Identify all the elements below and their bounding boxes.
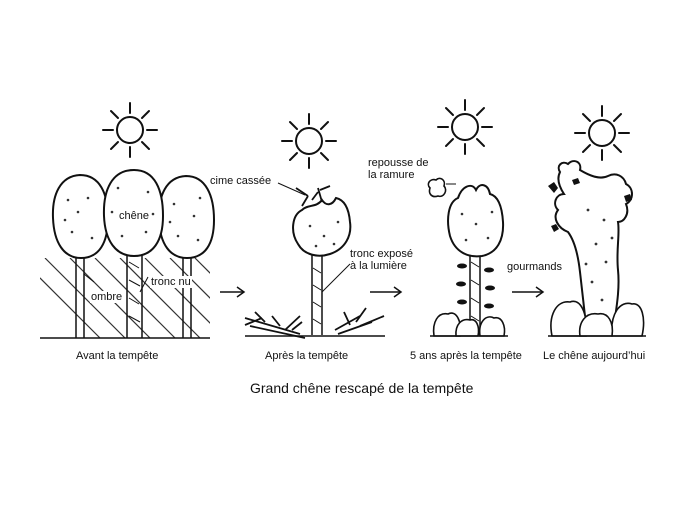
regrown-crown <box>447 184 505 258</box>
undergrowth <box>432 312 506 337</box>
broken-crown <box>292 196 352 257</box>
label-ombre: ombre <box>90 291 124 303</box>
caption-today: Le chêne aujourd’hui <box>543 350 646 362</box>
foliage-patches <box>548 178 632 232</box>
arrow-right-icon <box>370 286 403 298</box>
figure-title: Grand chêne rescapé de la tempête <box>250 380 474 396</box>
label-repousse-line1: repousse de <box>368 157 429 169</box>
crown-texture <box>63 186 202 242</box>
panel-today <box>548 105 646 337</box>
label-pointers <box>83 273 149 293</box>
regrowth-tuft <box>427 177 447 198</box>
caption-five-years: 5 ans après la tempête <box>410 350 522 362</box>
label-tronc-nu: tronc nu <box>150 276 192 288</box>
label-chene: chêne <box>118 210 150 222</box>
shade-hatching <box>40 258 210 338</box>
label-tronc-expose-line2: à la lumière <box>350 260 407 272</box>
sun-icon <box>574 105 630 161</box>
caption-after-storm: Après la tempête <box>265 350 349 362</box>
label-repousse-line2: la ramure <box>368 169 415 181</box>
fallen-branches <box>244 307 385 339</box>
label-gourmands: gourmands <box>507 261 563 273</box>
exposed-trunk <box>311 255 323 335</box>
caption-before-storm: Avant la tempête <box>76 350 159 362</box>
panel-before-storm <box>40 102 216 339</box>
panel-after-storm <box>244 113 385 339</box>
label-tronc-expose-line1: tronc exposé <box>350 248 413 260</box>
label-cime-cassee: cime cassée <box>210 175 272 187</box>
label-pointers <box>277 182 351 293</box>
trunk-sprouts <box>456 263 495 309</box>
mature-oak <box>554 160 633 326</box>
panel-five-years-later <box>427 99 508 337</box>
arrow-right-icon <box>220 286 246 298</box>
sun-icon <box>102 102 158 158</box>
arrow-right-icon <box>512 286 545 298</box>
sun-icon <box>281 113 337 169</box>
sun-icon <box>437 99 493 155</box>
undergrowth <box>550 300 645 337</box>
broken-top <box>295 185 331 207</box>
trunks <box>75 252 192 338</box>
